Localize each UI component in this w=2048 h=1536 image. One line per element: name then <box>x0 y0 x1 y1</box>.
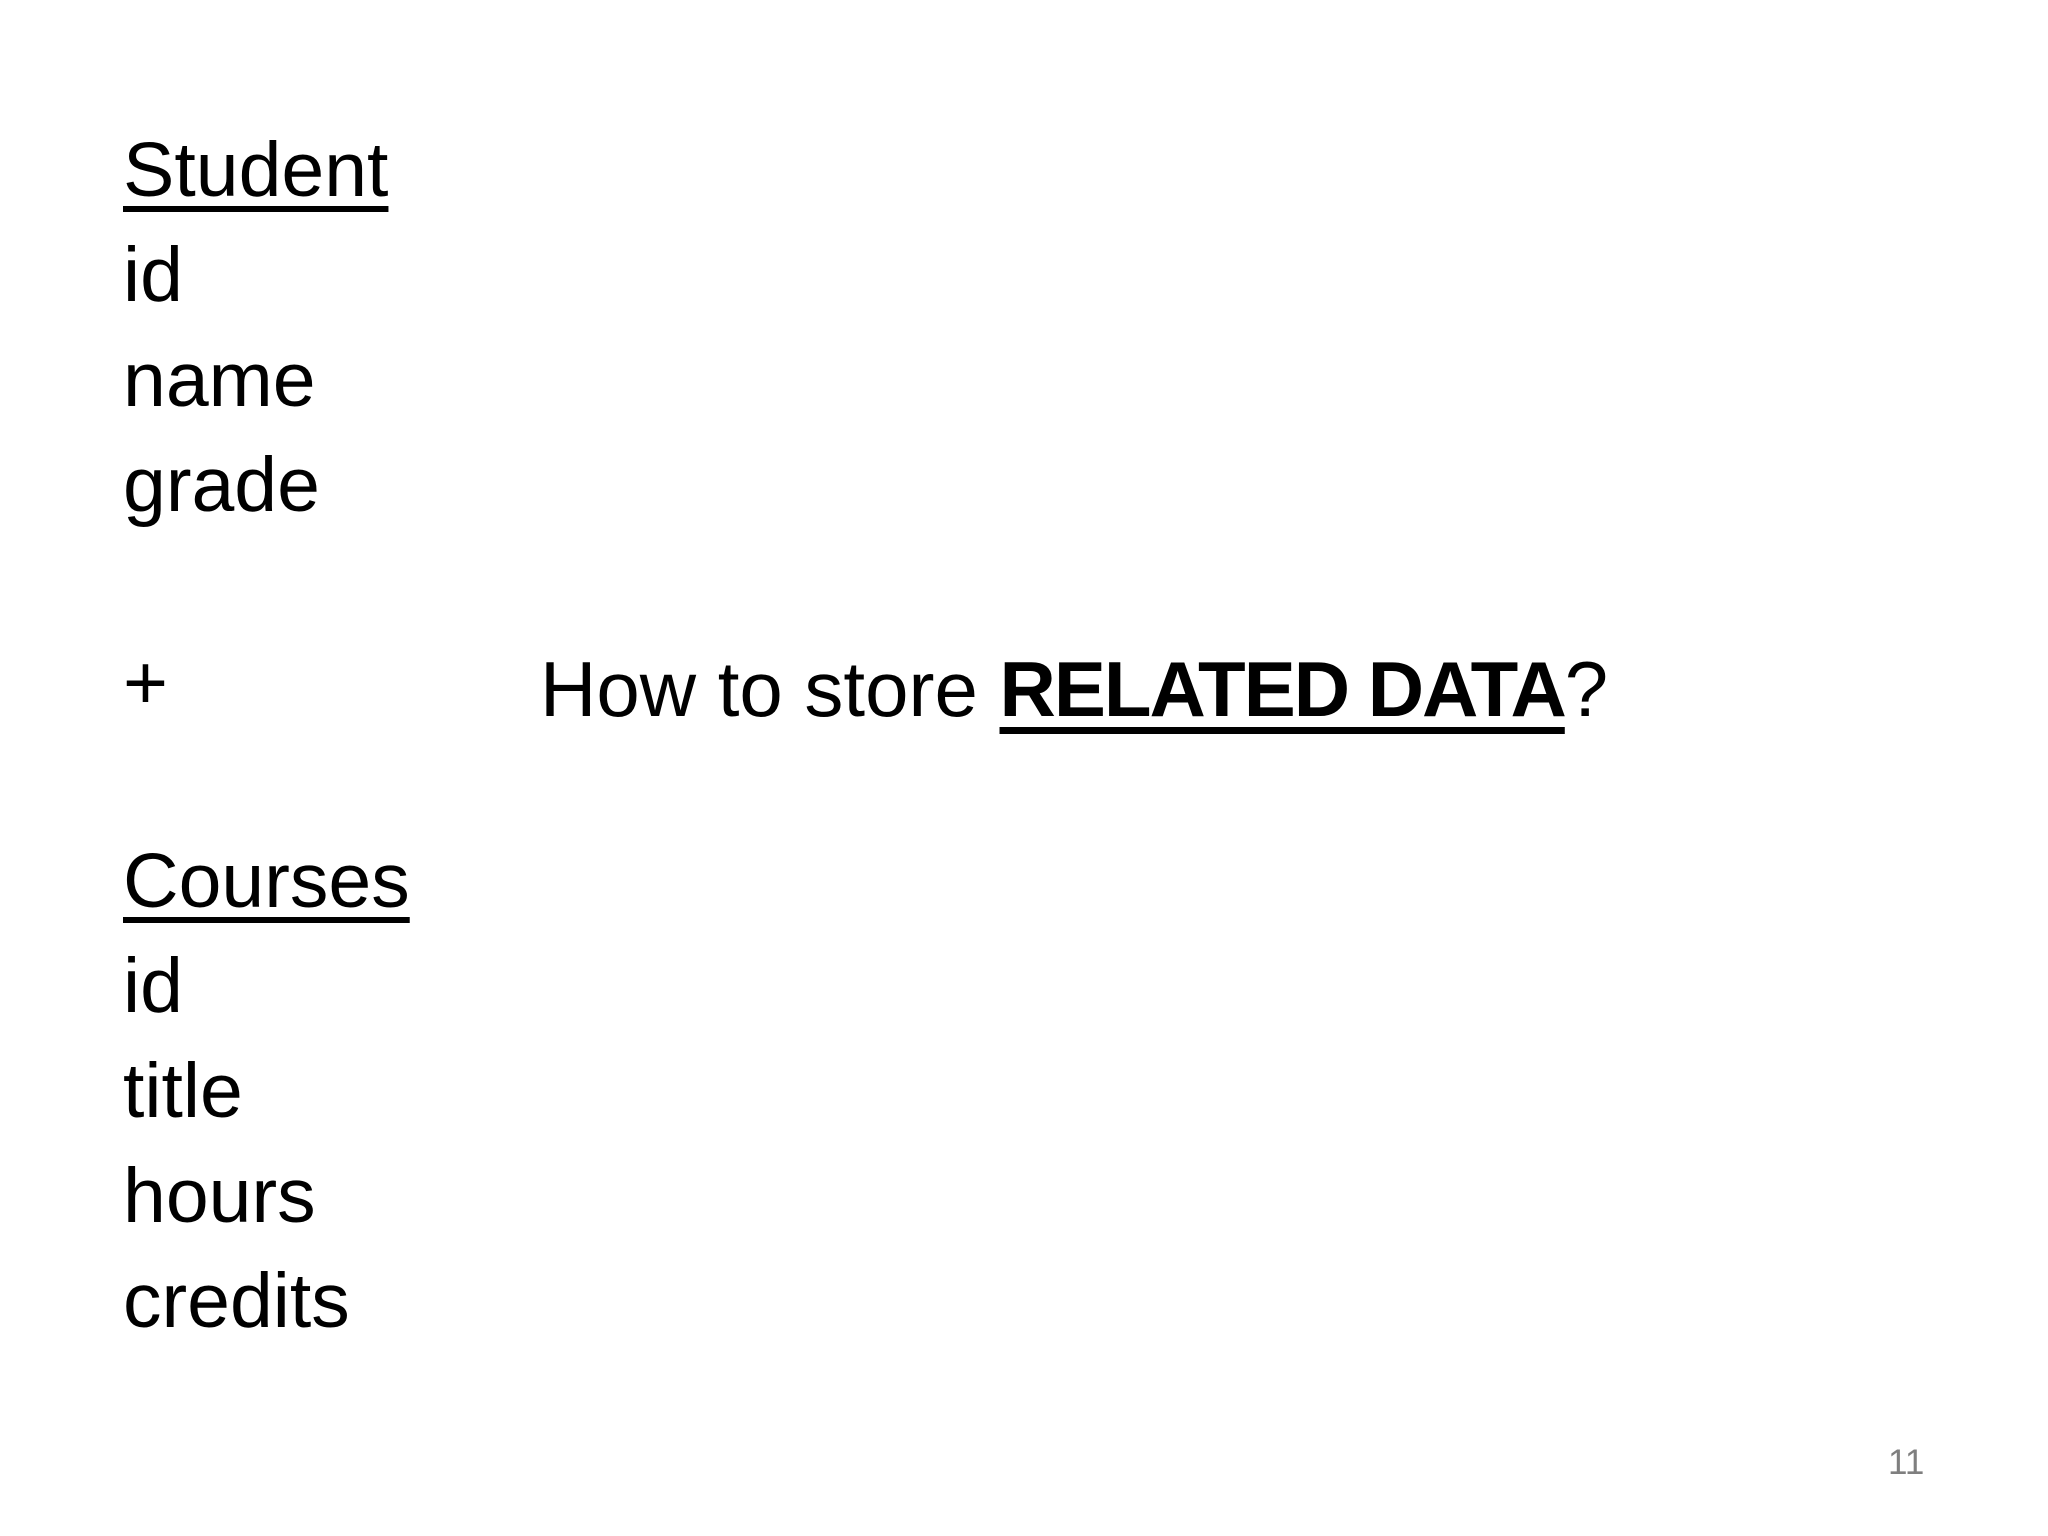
headline-prefix: How to store <box>540 645 1000 733</box>
student-attr-id: id <box>123 232 183 318</box>
courses-attr-title: title <box>123 1048 243 1134</box>
page-number: 11 <box>1888 1443 1925 1482</box>
headline: How to store RELATED DATA? <box>540 650 1608 728</box>
courses-attr-credits: credits <box>123 1258 350 1344</box>
blank-line <box>123 538 410 631</box>
headline-suffix: ? <box>1564 645 1609 733</box>
courses-table-title: Courses <box>123 829 410 934</box>
headline-emphasis: RELATED DATA <box>999 645 1567 733</box>
student-attr-grade: grade <box>123 442 320 528</box>
courses-attr-id: id <box>123 943 183 1029</box>
student-table-title: Student <box>123 118 410 223</box>
courses-attr-hours: hours <box>123 1153 316 1239</box>
student-table-title-text: Student <box>123 127 389 213</box>
courses-table-title-text: Courses <box>123 838 410 924</box>
entity-lists: Student id name grade + Courses id title… <box>123 118 410 1354</box>
student-attr-name: name <box>123 337 316 423</box>
plus-operator: + <box>123 640 168 726</box>
blank-line <box>123 736 410 829</box>
